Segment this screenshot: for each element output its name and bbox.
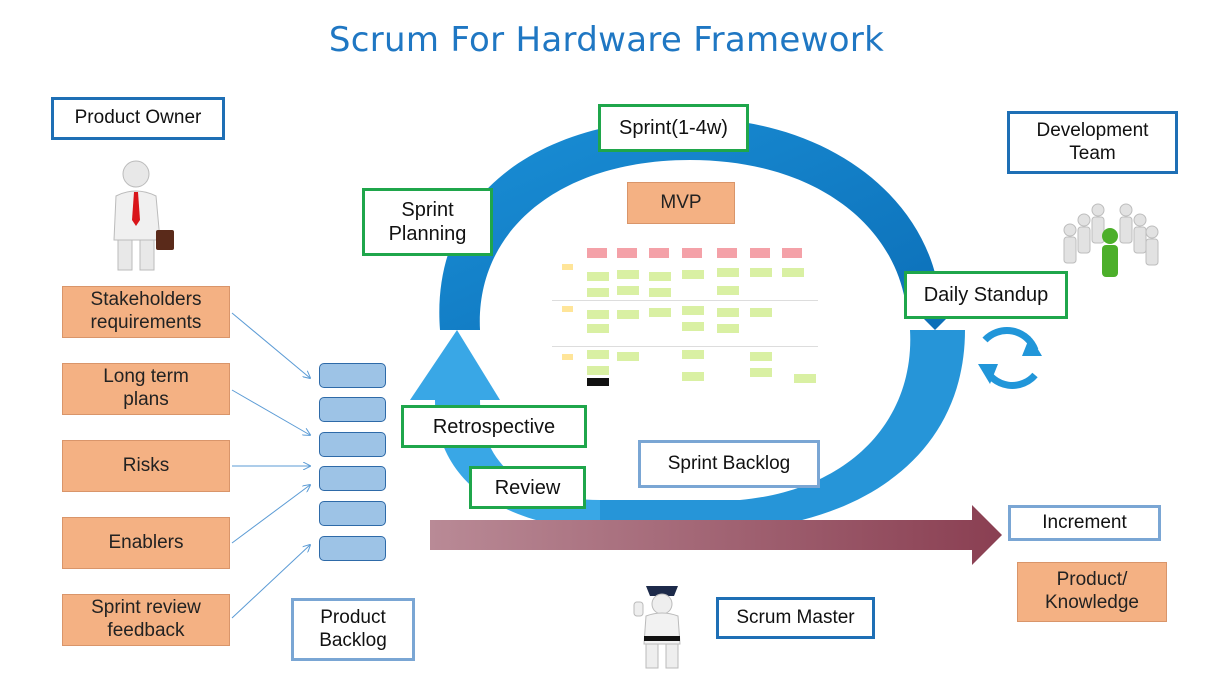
input-risks: Risks bbox=[62, 440, 230, 492]
backlog-item bbox=[319, 432, 386, 457]
backlog-item bbox=[319, 363, 386, 388]
cycle-arrow-top bbox=[439, 118, 940, 330]
scrum-master-label: Scrum Master bbox=[716, 597, 875, 639]
page-title: Scrum For Hardware Framework bbox=[328, 20, 885, 60]
product-backlog-line1: Product bbox=[320, 606, 386, 628]
mvp-label: MVP bbox=[627, 182, 735, 224]
review-label: Review bbox=[469, 466, 586, 509]
businessman-icon bbox=[113, 160, 174, 271]
input-line1: Risks bbox=[122, 454, 170, 476]
refresh-icon bbox=[978, 327, 1042, 389]
cycle-arrow-right bbox=[600, 330, 965, 530]
product-owner-text: Product Owner bbox=[74, 107, 202, 129]
input-line2: plans bbox=[123, 389, 169, 410]
sprint-backlog-text: Sprint Backlog bbox=[667, 452, 791, 474]
product-owner-label: Product Owner bbox=[51, 97, 225, 140]
increment-text: Increment bbox=[1042, 511, 1127, 533]
retrospective-label: Retrospective bbox=[401, 405, 587, 448]
scrum-master-text: Scrum Master bbox=[736, 606, 855, 628]
increment-arrow bbox=[430, 505, 1002, 565]
daily-standup-text: Daily Standup bbox=[923, 284, 1049, 306]
sprint-text: Sprint(1-4w) bbox=[619, 117, 728, 139]
input-enablers: Enablers bbox=[62, 517, 230, 569]
review-text: Review bbox=[494, 476, 561, 499]
sprint-planning-line1: Sprint bbox=[401, 199, 454, 221]
police-officer-icon bbox=[633, 586, 681, 669]
team-icon bbox=[1063, 203, 1159, 277]
development-team-line1: Development bbox=[1036, 119, 1149, 141]
daily-standup-label: Daily Standup bbox=[904, 271, 1068, 319]
input-line1: Sprint review bbox=[91, 597, 201, 619]
backlog-item bbox=[319, 397, 386, 422]
product-knowledge-line1: Product/ bbox=[1056, 569, 1128, 591]
sprint-planning-line2: Planning bbox=[388, 223, 467, 245]
backlog-item bbox=[319, 501, 386, 526]
input-line1: Enablers bbox=[108, 531, 184, 553]
backlog-item bbox=[319, 466, 386, 491]
input-line2: requirements bbox=[90, 312, 202, 333]
sprint-label: Sprint(1-4w) bbox=[598, 104, 749, 152]
product-backlog-line2: Backlog bbox=[319, 629, 387, 651]
input-line2: feedback bbox=[107, 620, 185, 641]
backlog-item bbox=[319, 536, 386, 561]
retrospective-text: Retrospective bbox=[432, 415, 556, 438]
increment-label: Increment bbox=[1008, 505, 1161, 541]
input-line1: Long term bbox=[103, 366, 189, 388]
cycle-arrowhead-left bbox=[410, 330, 500, 400]
input-line1: Stakeholders bbox=[90, 289, 202, 311]
sprint-backlog-label: Sprint Backlog bbox=[638, 440, 820, 488]
story-map-board-image bbox=[552, 240, 818, 388]
mvp-text: MVP bbox=[660, 191, 702, 213]
product-knowledge-label: Product/Knowledge bbox=[1017, 562, 1167, 622]
product-knowledge-line2: Knowledge bbox=[1044, 592, 1140, 613]
development-team-line2: Team bbox=[1069, 142, 1116, 164]
